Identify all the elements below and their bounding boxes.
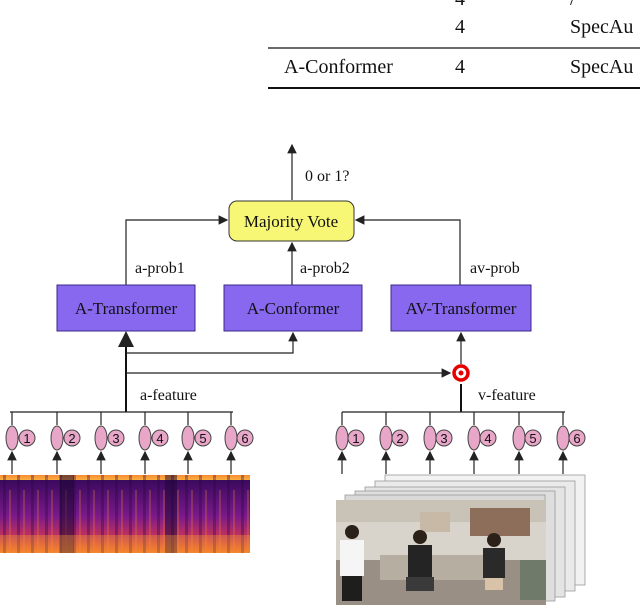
video-token-4: 4	[467, 412, 497, 474]
audio-token-3: 3	[94, 412, 125, 474]
svg-text:5: 5	[529, 431, 536, 446]
majority-vote-label: Majority Vote	[244, 212, 338, 231]
audio-to-a-conformer-edge	[126, 331, 298, 354]
table-cell-count: 4	[455, 16, 465, 38]
a-transformer-label: A-Transformer	[75, 299, 178, 318]
a-transformer-box	[56, 284, 196, 332]
svg-text:2: 2	[68, 431, 75, 446]
svg-text:1: 1	[23, 431, 30, 446]
spectrogram-image	[0, 475, 250, 553]
audio-token-2: 2	[50, 412, 81, 474]
video-tokens: 1 2 3 4 5 6	[335, 412, 586, 474]
av-transformer-box	[390, 284, 532, 332]
svg-text:6: 6	[573, 431, 580, 446]
video-token-1: 1	[335, 412, 365, 474]
video-feature-label: v-feature	[478, 387, 536, 404]
svg-text:4: 4	[484, 431, 491, 446]
table-cell-count: 4	[455, 56, 465, 78]
a-prob1-edge	[125, 215, 229, 285]
av-prob-edge	[354, 215, 461, 285]
svg-text:2: 2	[396, 431, 403, 446]
svg-text:6: 6	[241, 431, 248, 446]
video-token-3: 3	[423, 412, 453, 474]
video-token-2: 2	[379, 412, 409, 474]
audio-token-1: 1	[5, 412, 36, 474]
audio-feature-label: a-feature	[140, 387, 197, 404]
av-transformer-label: AV-Transformer	[406, 299, 517, 318]
a-conformer-label: A-Conformer	[247, 299, 340, 318]
audio-tokens: 1 2 3 4 5 6	[5, 412, 254, 474]
video-token-6: 6	[556, 412, 586, 474]
audio-token-5: 5	[181, 412, 212, 474]
svg-text:4: 4	[156, 431, 163, 446]
av-prob-label: av-prob	[470, 260, 520, 277]
video-token-5: 5	[512, 412, 542, 474]
table-cell-augment: SpecAu	[570, 56, 634, 78]
svg-text:3: 3	[112, 431, 119, 446]
a-conformer-box	[223, 284, 363, 332]
table-cell-augment: /	[570, 0, 576, 11]
svg-text:1: 1	[352, 431, 359, 446]
majority-vote-box	[228, 200, 355, 242]
table-cell-augment: SpecAu	[570, 16, 634, 38]
audio-token-6: 6	[224, 412, 254, 474]
svg-text:3: 3	[440, 431, 447, 446]
a-prob2-label: a-prob2	[300, 260, 350, 277]
table-cell-count: 4	[455, 0, 465, 11]
audio-token-4: 4	[138, 412, 169, 474]
fusion-icon-center	[458, 370, 464, 376]
video-frames-image	[336, 474, 586, 605]
a-prob1-label: a-prob1	[135, 260, 185, 277]
video-frame-front	[336, 500, 546, 605]
svg-text:5: 5	[199, 431, 206, 446]
table-cell-model: A-Conformer	[284, 56, 393, 78]
output-label: 0 or 1?	[305, 168, 349, 185]
